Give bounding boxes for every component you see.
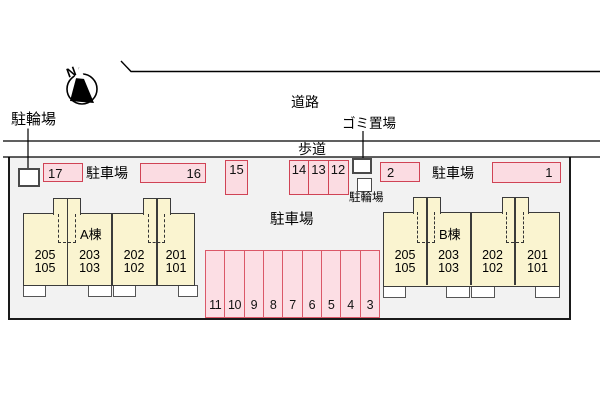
- room-label-b-4: 201 101: [527, 248, 548, 275]
- entrance-a-4: [178, 285, 199, 297]
- entrance-a-3: [112, 285, 136, 297]
- room-label-b-2: 203 103: [438, 248, 459, 275]
- parking-stall-16: 16: [140, 163, 206, 183]
- garbage-area-label: ゴミ置場: [342, 116, 396, 131]
- parking-stall-13: 13: [308, 160, 329, 195]
- building-b-divider-1: [426, 197, 428, 285]
- parking-stall-6: 6: [303, 251, 322, 317]
- parking-stall-14: 14: [288, 160, 310, 195]
- entrance-b-1: [383, 285, 407, 298]
- parking-stall-3: 3: [366, 298, 374, 312]
- compass-north-label: N: [64, 63, 78, 80]
- building-b-divider-2: [470, 212, 472, 285]
- building-b-stair-dashed-1: [417, 212, 435, 243]
- parking-stall-8: 8: [264, 251, 284, 317]
- entrance-b-3: [470, 285, 495, 298]
- parking-stall-10: 10: [225, 251, 245, 317]
- entrance-b-4: [534, 285, 560, 298]
- building-a-stair-dashed-1: [58, 213, 76, 243]
- parking-stall-17: 17: [43, 163, 83, 182]
- room-label-a-2: 203 103: [79, 248, 100, 275]
- building-b: [383, 211, 560, 287]
- compass-icon: N: [64, 63, 98, 105]
- parking-stall-11: 11: [206, 251, 226, 317]
- room-label-b-3: 202 102: [482, 248, 503, 275]
- room-label-a-1: 205 105: [34, 248, 56, 275]
- room-label-a-3: 202 102: [123, 248, 145, 275]
- parking-label-right: 駐車場: [432, 165, 474, 181]
- parking-stall-9: 9: [245, 251, 264, 317]
- garbage-box: [351, 157, 372, 174]
- entrance-a-1: [23, 285, 47, 297]
- building-b-name: B棟: [439, 226, 461, 242]
- parking-row-center: 11 10 9 8 7 6 5 4 3: [205, 250, 380, 318]
- room-label-a-4: 201 101: [165, 248, 187, 275]
- entrance-b-2: [446, 285, 470, 298]
- entrance-a-2: [88, 285, 112, 297]
- bicycle-parking-label-center: 駐輪場: [349, 192, 384, 204]
- parking-stall-4: 4: [341, 251, 361, 317]
- bicycle-shed-center: [356, 178, 372, 192]
- road-edge-line: [120, 60, 600, 73]
- parking-stall-7: 7: [283, 251, 303, 317]
- parking-stall-1: 1: [491, 161, 561, 183]
- parking-stall-12: 12: [327, 160, 349, 195]
- building-a: [23, 213, 195, 286]
- bicycle-shed-left: [18, 168, 40, 187]
- sidewalk-label: 歩道: [298, 141, 326, 157]
- bicycle-parking-label-top-left: 駐輪場: [11, 111, 57, 128]
- room-label-b-1: 205 105: [394, 248, 416, 275]
- parking-stall-5: 5: [322, 251, 342, 317]
- building-a-divider-2: [111, 213, 113, 285]
- parking-label-left: 駐車場: [86, 165, 128, 181]
- parking-stall-2: 2: [380, 161, 420, 182]
- building-a-name: A棟: [80, 227, 102, 242]
- road-label: 道路: [291, 94, 319, 110]
- parking-label-center: 駐車場: [270, 212, 314, 228]
- building-b-divider-3: [514, 197, 516, 285]
- parking-stall-15: 15: [225, 160, 248, 195]
- building-b-stair-dashed-2: [506, 212, 524, 243]
- building-a-stair-dashed-2: [148, 213, 166, 243]
